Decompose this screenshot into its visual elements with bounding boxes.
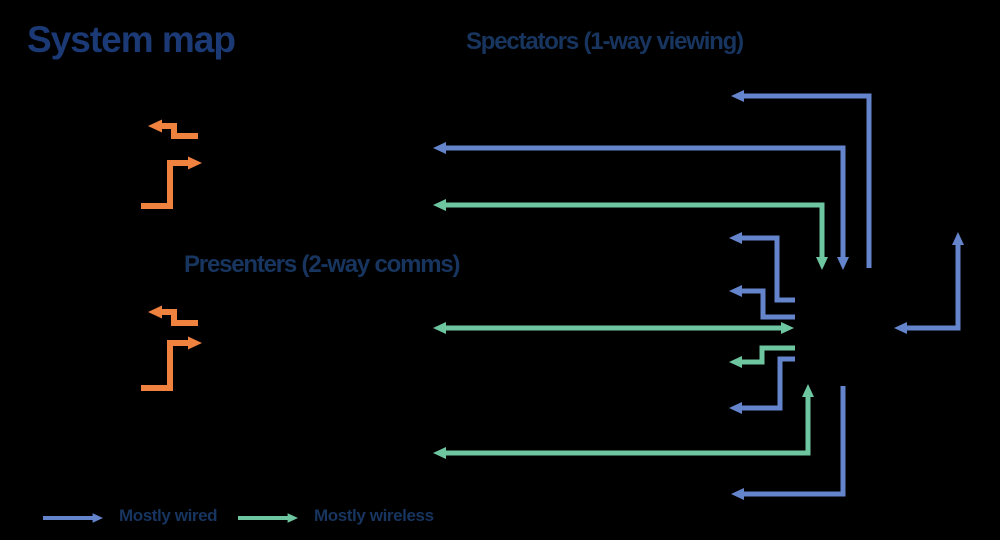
legend-wireless-label: Mostly wireless [314,506,434,525]
green-bottom-2way-arrow [433,384,814,459]
hub-top-2way-arrow [433,142,849,270]
hub-left-out-3-arrow [729,356,795,414]
presenter1-out-arrow [148,119,198,139]
presenter2-out-arrow [148,305,198,326]
presenter1-in-arrow [141,156,202,209]
page-title: System map [27,19,236,60]
hub-left-out-2-arrow [729,285,795,320]
green-top-2way-arrow [433,199,828,270]
hub-right-2way-arrow [894,232,964,334]
legend-wired-arrow [43,513,103,523]
legend-wired-label: Mostly wired [119,506,218,525]
presenter2-in-arrow [141,336,202,391]
hub-bottom-out-arrow [731,386,846,500]
hub-left-out-1-arrow [729,232,795,303]
green-mid-2way-arrow [433,322,794,334]
spectators-label: Spectators (1-way viewing) [466,28,744,55]
legend-wireless-arrow [238,513,298,523]
hub-to-top-screen-arrow [731,90,872,268]
hub-left-green-out-arrow [729,345,795,368]
presenters-label: Presenters (2-way comms) [184,251,461,278]
